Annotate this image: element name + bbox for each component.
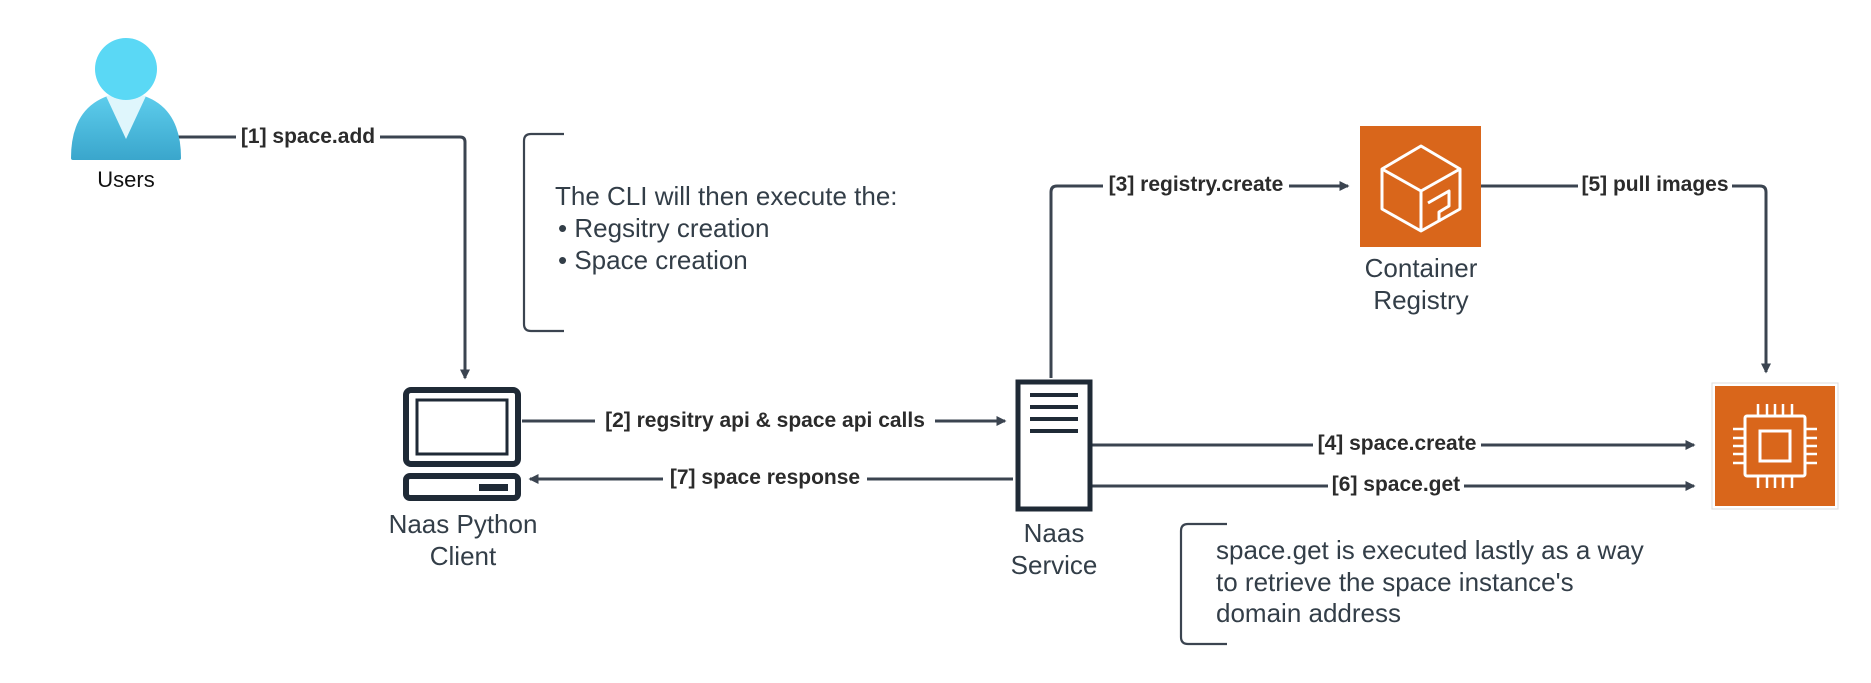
edge-label-space-create: [4] space.create <box>1318 432 1477 455</box>
client-label-line1: Naas Python <box>389 509 538 539</box>
edge-label-api-calls: [2] regsitry api & space api calls <box>605 409 925 432</box>
space-get-note-line-3: domain address <box>1216 598 1401 628</box>
user-icon <box>71 38 181 160</box>
space-get-note-bracket <box>1179 522 1227 646</box>
computer-icon <box>403 387 521 501</box>
cli-note-bracket <box>522 132 564 333</box>
cli-note-intro: The CLI will then execute the: <box>555 181 898 211</box>
space-get-note-line-2: to retrieve the space instance's <box>1216 567 1574 597</box>
cli-note-item-1: • Regsitry creation <box>558 213 769 243</box>
edge-label-space-response: [7] space response <box>670 466 860 489</box>
server-icon <box>1015 379 1093 512</box>
cli-note-item-2: • Space creation <box>558 245 748 275</box>
container-registry-icon <box>1360 126 1481 247</box>
edge-label-space-add: [1] space.add <box>241 125 375 148</box>
users-label: Users <box>97 167 154 192</box>
service-label-line2: Service <box>1011 550 1098 580</box>
cpu-chip-icon <box>1711 382 1839 510</box>
edge-label-space-get: [6] space.get <box>1332 473 1460 496</box>
client-label-line2: Client <box>430 541 497 571</box>
edge-label-pull-images: [5] pull images <box>1581 173 1728 196</box>
registry-label-line1: Container <box>1365 253 1478 283</box>
service-label-line1: Naas <box>1024 518 1085 548</box>
edge-registry-create <box>1049 181 1350 378</box>
registry-label-line2: Registry <box>1373 285 1468 315</box>
space-get-note-line-1: space.get is executed lastly as a way <box>1216 535 1644 565</box>
edge-space-add <box>178 135 470 380</box>
edge-pull-images <box>1476 184 1771 374</box>
edge-label-registry-create: [3] registry.create <box>1109 173 1284 196</box>
